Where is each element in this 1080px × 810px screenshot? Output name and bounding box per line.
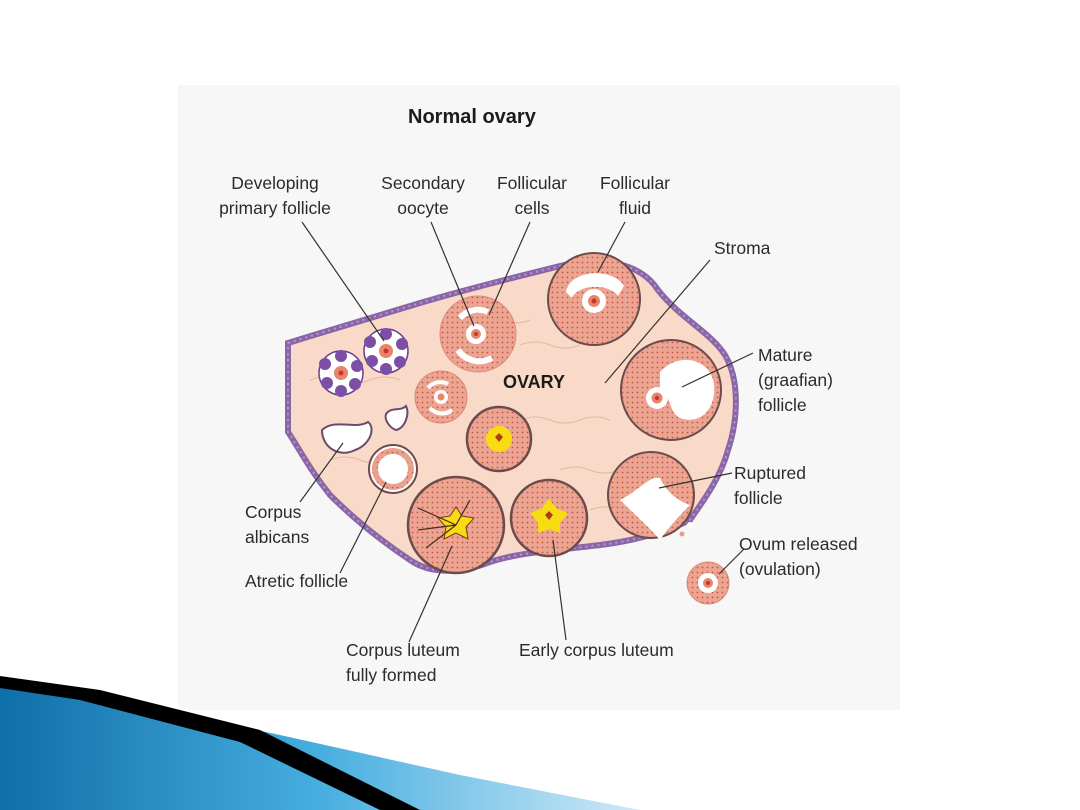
secondary-follicle-small	[414, 370, 468, 424]
corpus-albicans	[320, 404, 409, 454]
corner-black-swoosh	[0, 676, 420, 810]
label-developing-primary-follicle: Developing primary follicle	[219, 173, 331, 218]
label-ruptured-follicle: Ruptured follicle	[734, 463, 806, 508]
label-follicular-fluid: Follicular fluid	[599, 173, 671, 218]
secondary-follicle-large	[439, 295, 517, 373]
leader-lines	[299, 221, 754, 643]
ovary-capsule-beads	[287, 260, 737, 572]
graafian-follicle	[620, 339, 722, 441]
corpus-luteum-fully-formed	[406, 475, 506, 575]
ovary-label: OVARY	[503, 372, 566, 392]
early-corpus-luteum	[509, 478, 589, 558]
label-early-corpus-luteum: Early corpus luteum	[519, 640, 674, 660]
label-mature-graafian-follicle: Mature (graafian) follicle	[758, 345, 833, 415]
label-corpus-albicans: Corpus albicans	[245, 502, 310, 547]
developing-corpus-luteum	[465, 405, 533, 473]
primary-follicle-2	[363, 328, 409, 375]
diagram-title: Normal ovary	[408, 106, 536, 128]
antral-follicle	[547, 252, 641, 346]
label-follicular-cells: Follicular cells	[496, 173, 568, 218]
ruptured-follicle	[607, 451, 695, 540]
label-stroma: Stroma	[714, 238, 771, 258]
atretic-follicle	[368, 444, 418, 494]
label-corpus-luteum-fully-formed: Corpus luteum fully formed	[346, 640, 460, 685]
label-ovum-released: Ovum released (ovulation)	[739, 534, 858, 579]
label-secondary-oocyte: Secondary oocyte	[381, 173, 465, 218]
primary-follicle-1	[318, 350, 364, 397]
label-atretic-follicle: Atretic follicle	[245, 571, 349, 591]
released-ovum	[686, 561, 730, 605]
